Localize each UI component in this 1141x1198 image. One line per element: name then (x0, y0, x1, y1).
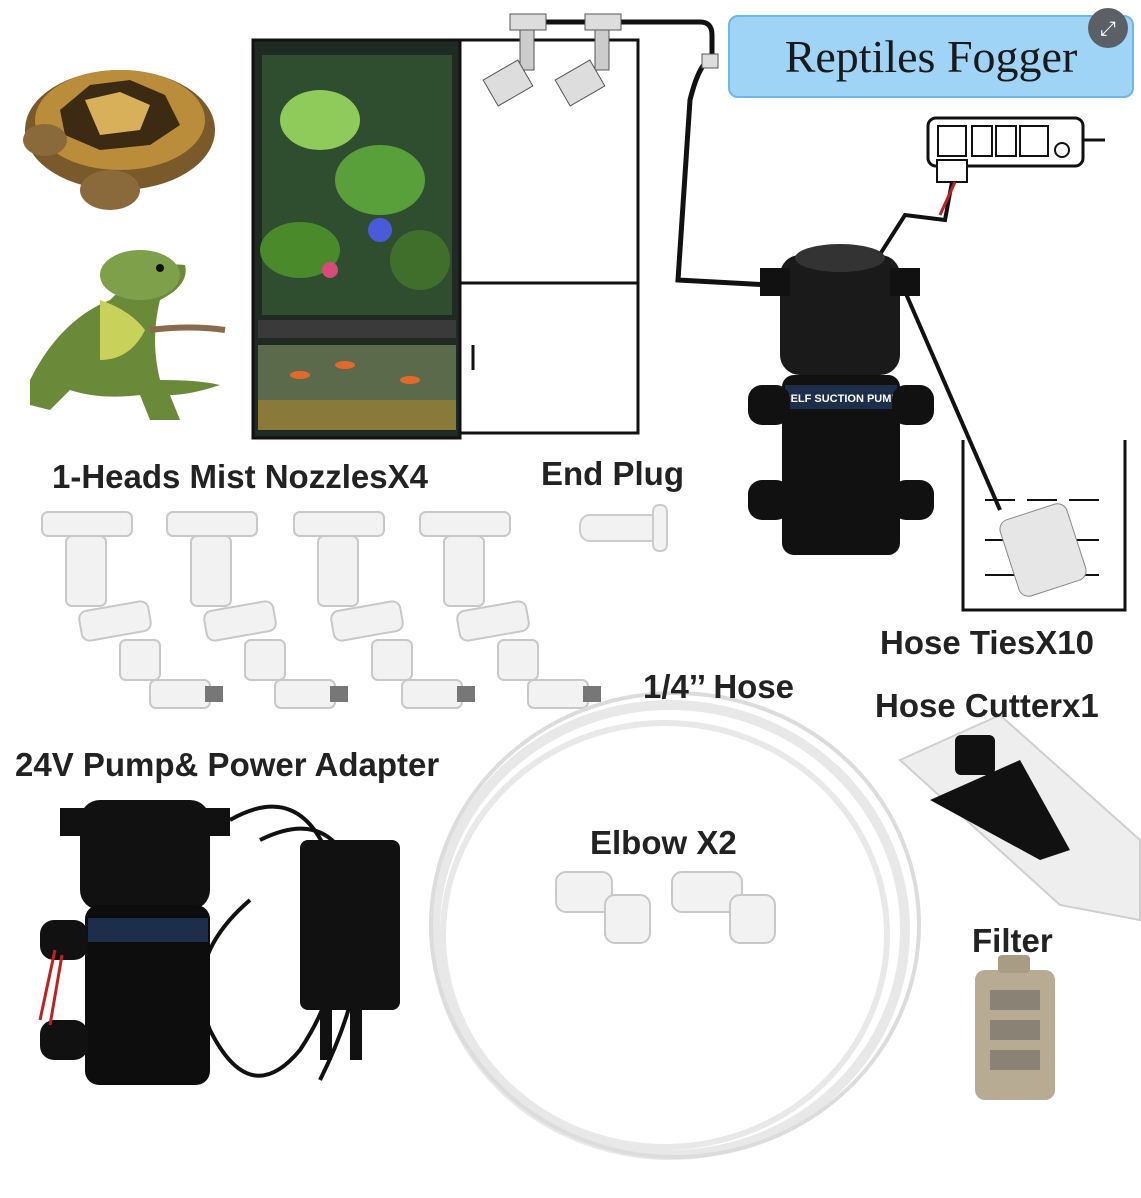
water-tank-image (961, 440, 1127, 612)
title-text: Reptiles Fogger (784, 31, 1078, 82)
terrarium-image (251, 38, 640, 440)
filter-image (975, 955, 1055, 1100)
lizard-image (30, 250, 226, 420)
tortoise-image (23, 70, 215, 210)
hose-coil-image (429, 691, 921, 1160)
end-plug-label: End Plug (541, 455, 684, 492)
power-strip-image (868, 116, 1105, 272)
hose-cutter-label: Hose Cutterx1 (875, 687, 1099, 724)
title-banner: Reptiles Fogger (728, 15, 1134, 98)
hose-cutter-image (898, 713, 1141, 922)
pump-adapter-image (38, 800, 400, 1085)
elbow-label: Elbow X2 (590, 824, 737, 861)
pump-image: SELF SUCTION PUMP (748, 244, 1002, 555)
mounted-nozzles (482, 13, 719, 107)
nozzles-label: 1-Heads Mist NozzlesX4 (52, 458, 428, 495)
filter-label: Filter (972, 922, 1053, 959)
hose-label: 1/4’’ Hose (643, 668, 795, 705)
expand-icon[interactable]: ⤢ (1088, 8, 1128, 48)
end-plug-image (579, 504, 668, 552)
mist-nozzles-image (41, 511, 601, 709)
pump-label-text: SELF SUCTION PUMP (783, 393, 899, 405)
pump-adapter-label: 24V Pump& Power Adapter (15, 746, 440, 783)
hose-ties-label: Hose TiesX10 (880, 624, 1095, 661)
elbows-image (555, 871, 776, 944)
